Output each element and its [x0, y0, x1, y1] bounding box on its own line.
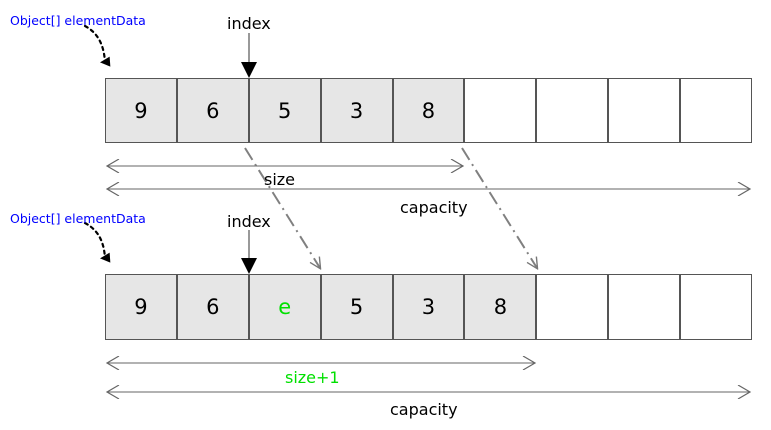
top-size-label: size	[264, 170, 296, 189]
top-index-label: index	[227, 14, 271, 33]
bottom-array-cell-7	[608, 274, 681, 340]
top-capacity-label: capacity	[400, 198, 468, 217]
bottom-array-cell-0: 9	[105, 274, 177, 340]
top-array-cell-4: 8	[392, 78, 465, 143]
top-array-cell-1: 6	[176, 78, 249, 143]
top-array-cell-2: 5	[248, 78, 321, 143]
bottom-index-label: index	[227, 212, 271, 231]
bottom-array-cell-6	[536, 274, 609, 340]
bottom-size-label: size+1	[285, 368, 340, 387]
bottom-array-cell-4: 3	[392, 274, 465, 340]
bottom-array-cell-5: 8	[464, 274, 537, 340]
shift-arrow-size-boundary	[461, 147, 537, 268]
bottom-array-cell-3: 5	[320, 274, 393, 340]
bottom-array-cell-8	[680, 274, 752, 340]
bottom-elementdata-pointer-arrow	[83, 221, 111, 263]
top-array-cell-8	[680, 78, 752, 143]
bottom-array-cell-1: 6	[176, 274, 249, 340]
top-elementdata-pointer-arrow	[83, 24, 111, 67]
bottom-array-cell-2: e	[248, 274, 321, 340]
top-array-cell-5	[464, 78, 537, 143]
top-array-cell-6	[536, 78, 609, 143]
top-array-cell-3: 3	[320, 78, 393, 143]
top-array-cell-7	[608, 78, 681, 143]
bottom-capacity-label: capacity	[390, 400, 458, 419]
bottom-index-pointer-arrow	[241, 230, 257, 274]
bottom-elementdata-label: Object[] elementData	[10, 211, 146, 226]
top-index-pointer-arrow	[241, 33, 257, 78]
top-elementdata-label: Object[] elementData	[10, 13, 146, 28]
top-array-cell-0: 9	[105, 78, 177, 143]
shift-arrow-index	[244, 147, 320, 268]
